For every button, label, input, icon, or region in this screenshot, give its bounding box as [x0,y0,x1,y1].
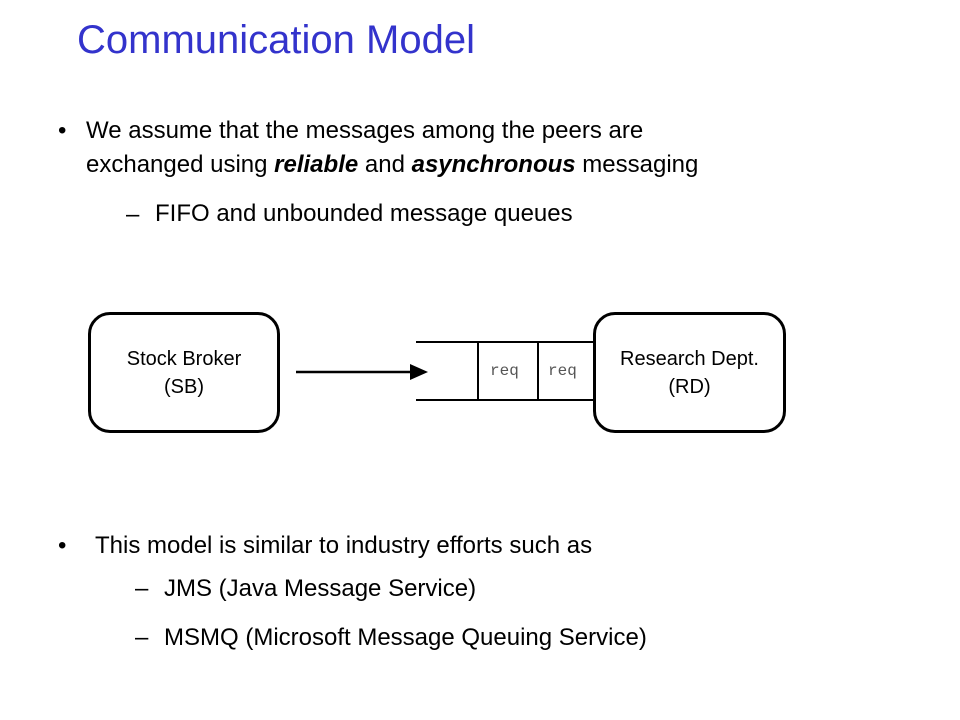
node-abbreviation: (SB) [164,375,204,398]
bullet-assumption: We assume that the messages among the pe… [86,114,698,182]
message-arrow-head [410,364,428,380]
slide-title: Communication Model [77,18,475,62]
text-segment: messaging [575,151,699,178]
sub-bullet-jms: JMS (Java Message Service) [164,575,477,602]
sub-bullet-fifo: FIFO and unbounded message queues [155,200,573,227]
sub-bullet-msmq: MSMQ (Microsoft Message Queuing Service) [164,624,647,651]
queue-item: req [548,362,577,380]
emphasis-reliable: reliable [274,151,359,178]
text-segment: and [358,151,412,178]
sub-bullet-marker: – [135,624,149,651]
sub-bullet-marker: – [135,575,149,602]
bullet-assumption-line1: We assume that the messages among the pe… [86,117,644,144]
node-abbreviation: (RD) [668,375,711,398]
bullet-assumption-line2: exchanged using reliable and asynchronou… [86,148,698,182]
node-name: Research Dept. [620,347,759,370]
node-name: Stock Broker [126,347,242,370]
queue-item: req [490,362,519,380]
bullet-marker: • [58,117,67,144]
bullet-industry: This model is similar to industry effort… [95,532,593,559]
bullet-marker: • [58,532,67,559]
text-segment: exchanged using [86,151,275,178]
emphasis-asynchronous: asynchronous [411,151,576,178]
research-dept-node: Research Dept. (RD) [593,312,786,433]
stock-broker-node: Stock Broker (SB) [88,312,280,433]
sub-bullet-marker: – [126,201,140,228]
